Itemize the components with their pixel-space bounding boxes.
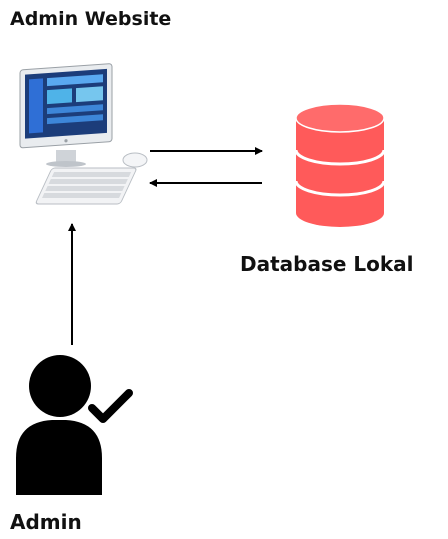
admin-label: Admin: [10, 510, 82, 534]
admin-user-icon: [16, 355, 133, 495]
check-icon: [88, 389, 133, 423]
admin-website-label: Admin Website: [10, 8, 172, 30]
database-icon: [294, 103, 386, 227]
computer-icon: [19, 63, 148, 205]
database-label: Database Lokal: [240, 252, 414, 276]
